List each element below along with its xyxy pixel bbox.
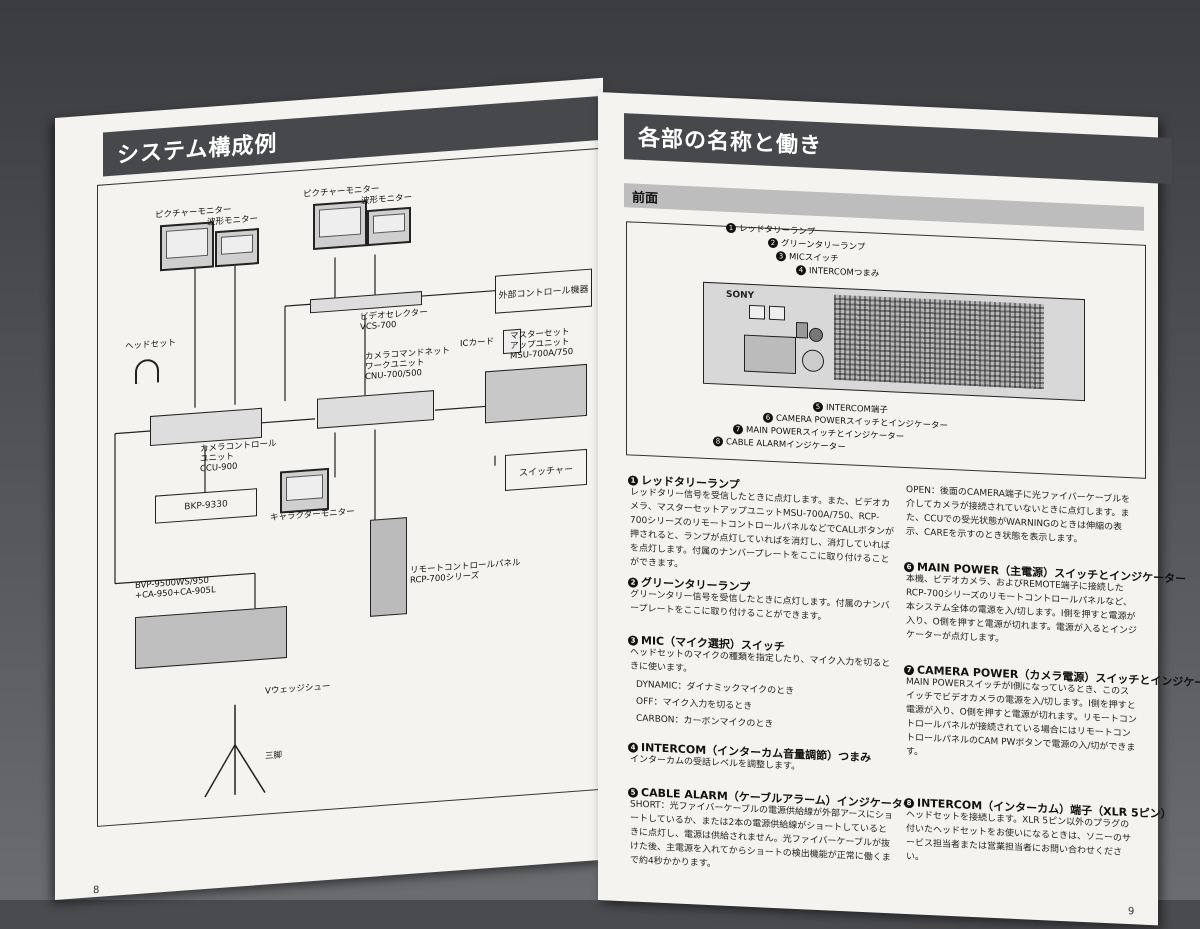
callout-number: 4 [796, 264, 806, 276]
item-number: 3 [628, 635, 638, 646]
item-6-body: 本機、ビデオカメラ、およびREMOTE端子に接続したRCP-700シリーズのリモ… [906, 573, 1137, 645]
intercom-connector [802, 349, 824, 373]
callout-number: 1 [726, 222, 736, 234]
left-page: システム構成例 ピクチャーモニター 波形モニター ピクチャーモニター 波形モニタ… [55, 77, 631, 901]
callout-number: 8 [713, 436, 723, 447]
callout-number: 6 [763, 412, 773, 423]
front-panel-device: SONY [703, 281, 1085, 402]
callout-text: MICスイッチ [789, 252, 839, 265]
page-number: 8 [93, 884, 100, 897]
item-number: 2 [628, 577, 638, 588]
item-number: 5 [628, 787, 638, 798]
mic-option-carbon: CARBON：カーボンマイクのとき [636, 713, 774, 730]
callout-number: 7 [733, 424, 743, 435]
item-7-body: MAIN POWERスイッチがI側になっているとき、このスイッチでビデオカメラの… [906, 676, 1137, 758]
mic-option-off: OFF：マイク入力を切るとき [636, 696, 753, 713]
callout-number: 3 [776, 251, 786, 262]
page-number: 9 [1128, 906, 1135, 918]
item-5-body: SHORT：光ファイバーケーブルの電源供給線が外部アースにショートしているか、ま… [630, 799, 893, 870]
tripod-icon [204, 704, 266, 798]
page-title: 各部の名称と働き [624, 113, 1172, 185]
mic-switch [796, 321, 808, 339]
callout-text: INTERCOMつまみ [809, 266, 880, 280]
item-number: 8 [904, 797, 914, 809]
red-tally-lamp [749, 304, 765, 320]
callout-number: 5 [813, 401, 823, 413]
item-8-body: ヘッドセットを接続します。XLR 5ピン以外のプラグの付いたヘッドセットをお使い… [906, 809, 1132, 863]
item-2-body: グリーンタリー信号を受信したときに点灯します。付属のナンバープレートをここに取り… [630, 589, 890, 623]
item-number: 7 [904, 664, 914, 676]
brand-logo: SONY [726, 289, 755, 302]
cable-alarm-open: OPEN：後面のCAMERA端子に光ファイバーケーブルを介してカメラが接続されて… [906, 484, 1131, 545]
power-switches [744, 334, 796, 374]
item-number: 6 [904, 561, 914, 573]
item-number: 1 [628, 475, 638, 486]
green-tally-lamp [769, 305, 785, 321]
item-number: 4 [628, 742, 638, 753]
item-1-body: レッドタリー信号を受信したときに点灯します。また、ビデオカメラ、マスターセットア… [630, 487, 895, 570]
vent-grille [834, 294, 1044, 390]
tripod-label: 三脚 [265, 750, 283, 762]
callout-number: 2 [768, 237, 778, 249]
callout-text: INTERCOM端子 [826, 402, 888, 416]
section-bar: 前面 [624, 183, 1144, 231]
intercom-knob [809, 327, 823, 343]
section-title: 前面 [632, 190, 659, 207]
